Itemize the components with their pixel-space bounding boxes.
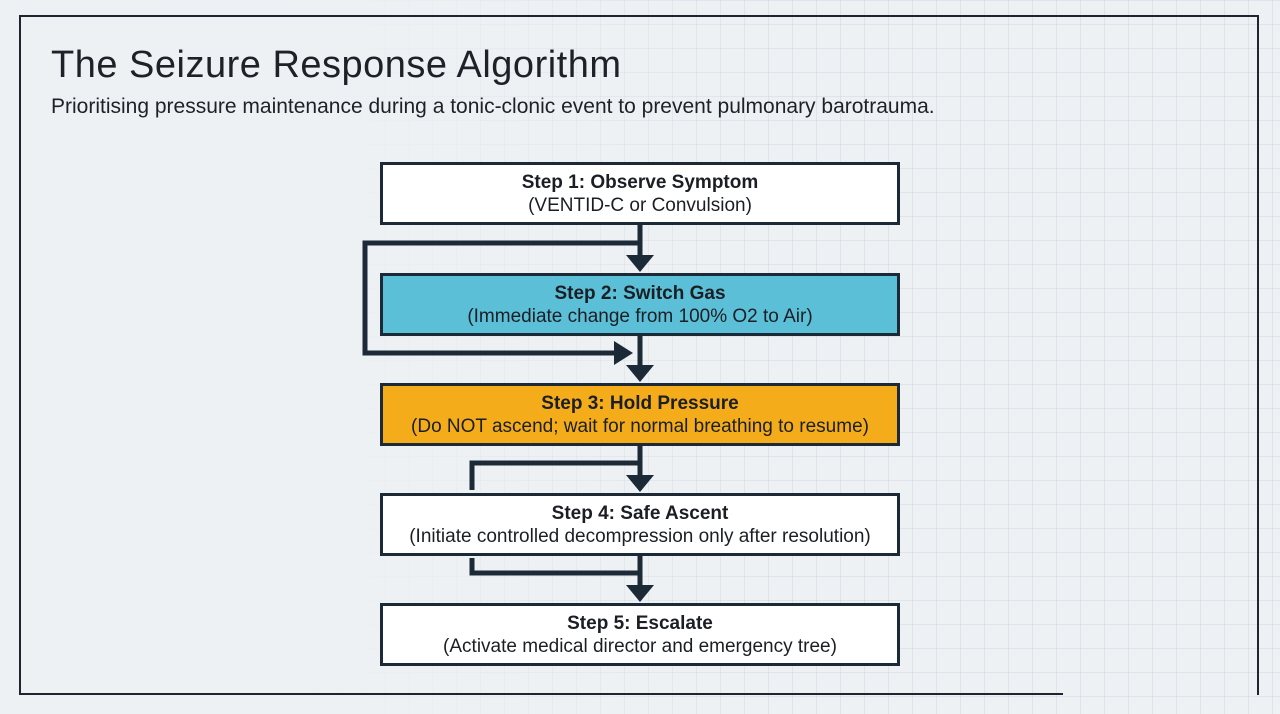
arrowhead-loop-right bbox=[614, 341, 633, 365]
step-1-title: Step 1: Observe Symptom bbox=[521, 171, 759, 193]
slide-frame bbox=[19, 15, 1259, 695]
branch-connector-4 bbox=[469, 558, 638, 576]
step-2-box: Step 2: Switch Gas (Immediate change fro… bbox=[380, 273, 900, 336]
page-subtitle: Prioritising pressure maintenance during… bbox=[51, 95, 935, 118]
step-3-title: Step 3: Hold Pressure bbox=[541, 392, 739, 414]
step-5-title: Step 5: Escalate bbox=[567, 612, 713, 634]
step-4-detail: (Initiate controlled decompression only … bbox=[409, 525, 871, 547]
arrowhead-into-step-3 bbox=[626, 365, 654, 382]
arrowhead-into-step-5 bbox=[626, 585, 654, 602]
arrowhead-into-step-2 bbox=[626, 255, 654, 272]
loop-connector-left bbox=[362, 240, 638, 356]
step-1-detail: (VENTID-C or Convulsion) bbox=[528, 194, 752, 216]
step-4-title: Step 4: Safe Ascent bbox=[551, 502, 729, 524]
step-5-box: Step 5: Escalate (Activate medical direc… bbox=[380, 603, 900, 666]
arrowhead-into-step-4 bbox=[626, 475, 654, 492]
step-3-box: Step 3: Hold Pressure (Do NOT ascend; wa… bbox=[380, 383, 900, 446]
step-1-box: Step 1: Observe Symptom (VENTID-C or Con… bbox=[380, 162, 900, 225]
slide-frame-bottom-line bbox=[19, 693, 1063, 695]
page-title: The Seizure Response Algorithm bbox=[51, 44, 622, 86]
step-4-box: Step 4: Safe Ascent (Initiate controlled… bbox=[380, 493, 900, 556]
step-2-detail: (Immediate change from 100% O2 to Air) bbox=[467, 305, 813, 327]
background-fade bbox=[0, 0, 760, 714]
branch-connector-3 bbox=[469, 460, 638, 490]
step-3-detail: (Do NOT ascend; wait for normal breathin… bbox=[411, 415, 869, 437]
step-2-title: Step 2: Switch Gas bbox=[554, 282, 726, 304]
step-5-detail: (Activate medical director and emergency… bbox=[443, 635, 837, 657]
